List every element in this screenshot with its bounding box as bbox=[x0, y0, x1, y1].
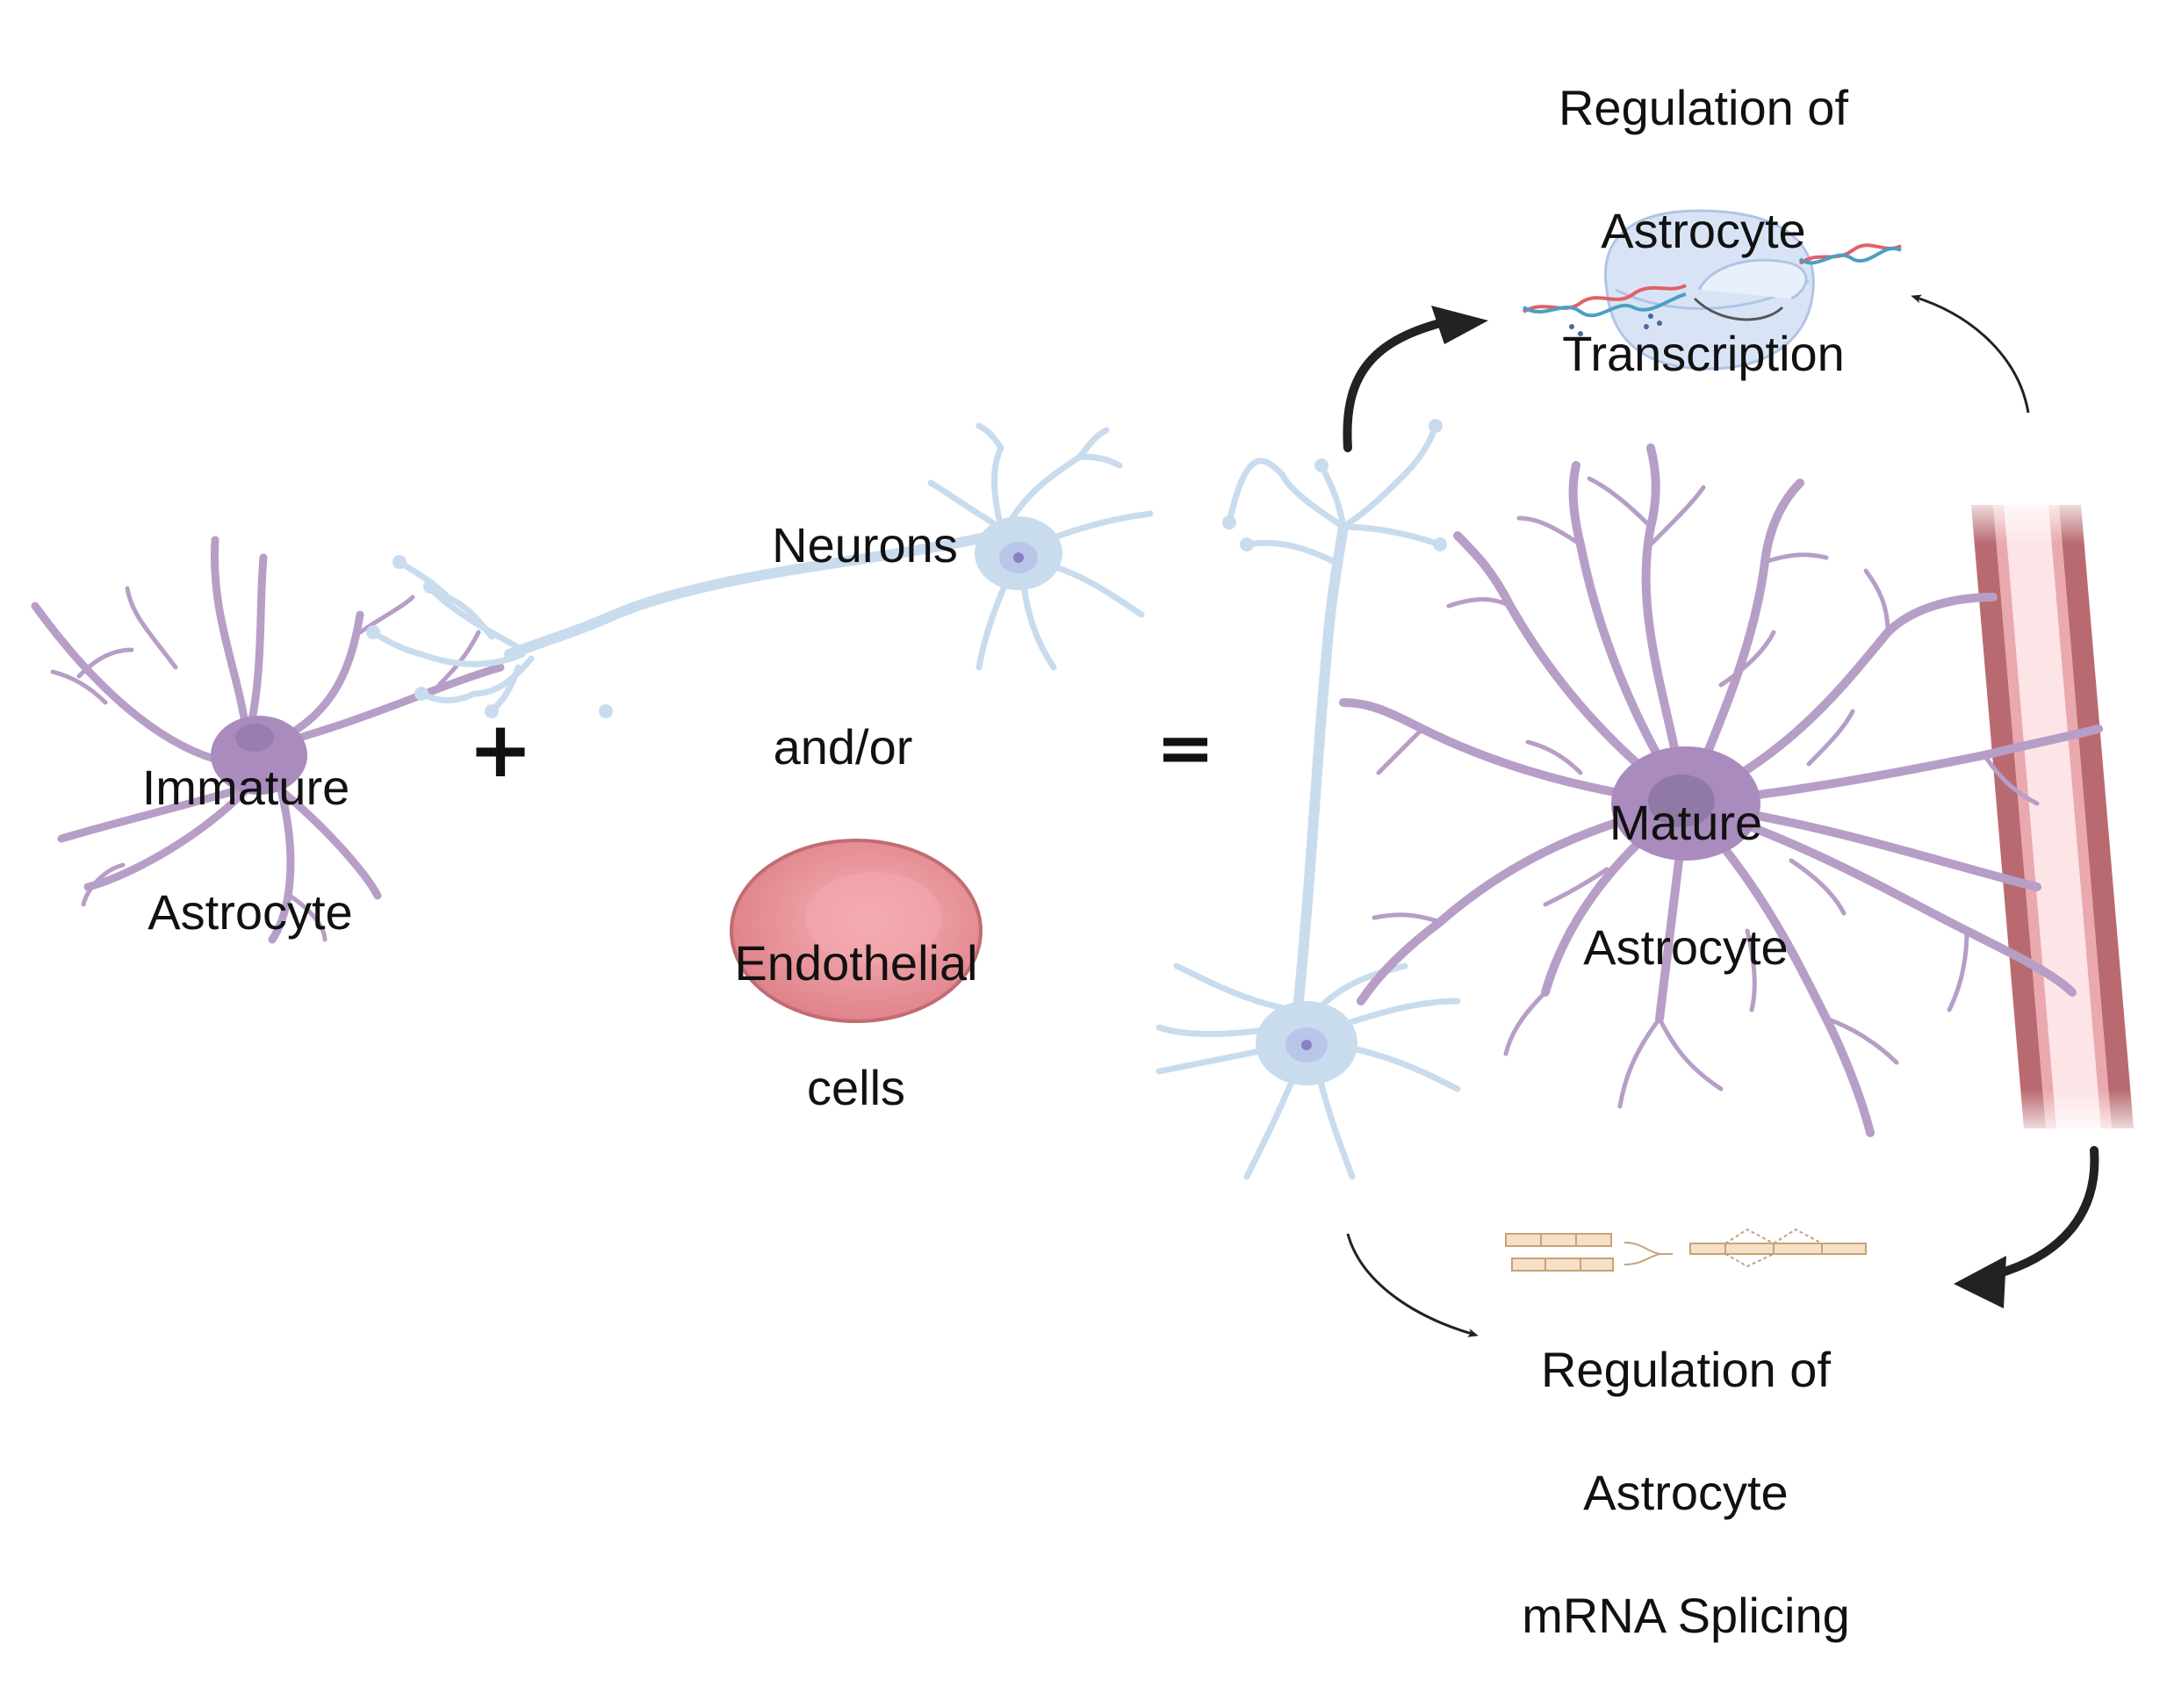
label-endothelial-line1: Endothelial bbox=[734, 935, 978, 991]
label-immature-astrocyte: Immature Astrocyte bbox=[101, 694, 391, 1006]
endothelial-cell-icon bbox=[730, 839, 983, 1023]
equals-operator: = bbox=[1155, 707, 1215, 789]
mature-astrocyte-icon bbox=[1339, 443, 2103, 1137]
immature-astrocyte-icon bbox=[31, 536, 505, 944]
neuron-right-icon bbox=[1155, 419, 1461, 1180]
blood-vessel-icon bbox=[1971, 505, 2134, 1128]
label-regulation-transcription: Regulation of Astrocyte Transcription bbox=[1493, 16, 1914, 446]
plus-operator: + bbox=[468, 704, 533, 795]
label-immature-line2: Astrocyte bbox=[148, 884, 353, 940]
label-transcription-line3: Transcription bbox=[1562, 326, 1845, 381]
arrows bbox=[1343, 294, 2099, 1337]
rna-polymerase-icon bbox=[1522, 209, 1902, 371]
arrow-vessel-to-transcription bbox=[1911, 294, 2030, 414]
label-mature-line2: Astrocyte bbox=[1583, 919, 1789, 976]
label-endothelial-cells: Endothelial cells bbox=[676, 869, 1036, 1182]
label-endothelial-line2: cells bbox=[806, 1060, 906, 1116]
label-immature-line1: Immature bbox=[141, 760, 350, 816]
diagram-stage: Immature Astrocyte + Neurons and/or Endo… bbox=[31, 16, 2134, 1643]
diagram-artwork bbox=[31, 209, 2134, 1337]
label-transcription-line1: Regulation of bbox=[1558, 80, 1848, 135]
label-regulation-splicing: Regulation of Astrocyte mRNA Splicing bbox=[1475, 1278, 1897, 1708]
label-mature-astrocyte: Mature Astrocyte bbox=[1537, 729, 1835, 1041]
label-transcription-line2: Astrocyte bbox=[1601, 203, 1806, 258]
arrow-to-transcription bbox=[1343, 319, 1444, 452]
label-splicing-line2: Astrocyte bbox=[1583, 1465, 1789, 1520]
label-neurons: Neurons bbox=[772, 517, 958, 573]
splicing-icon bbox=[1505, 1228, 1867, 1272]
label-and-or: and/or bbox=[773, 719, 913, 775]
label-mature-line1: Mature bbox=[1609, 795, 1763, 851]
arrow-neuron-to-splicing bbox=[1346, 1233, 1479, 1337]
neuron-icon bbox=[366, 422, 1154, 718]
label-splicing-line1: Regulation of bbox=[1540, 1342, 1831, 1397]
arrow-vessel-to-splicing bbox=[1989, 1146, 2099, 1279]
label-splicing-line3: mRNA Splicing bbox=[1522, 1588, 1850, 1643]
